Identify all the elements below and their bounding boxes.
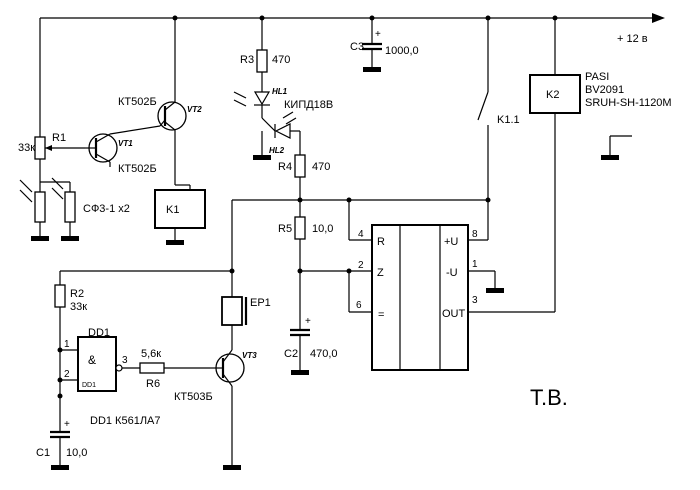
- led-hl1: [233, 91, 271, 118]
- resistor-r6: [139, 362, 210, 374]
- ic-pin1-num: 1: [472, 259, 478, 270]
- gate-dd1: [60, 336, 140, 392]
- photoresistors-label: СФ3-1 х2: [83, 203, 130, 215]
- c1-ref: C1: [36, 447, 50, 459]
- c2-ref: C2: [284, 348, 298, 360]
- vt3-type: КТ503Б: [174, 391, 213, 403]
- ic-pin8-name: +U: [444, 236, 458, 248]
- ic-pin1-name: -U: [446, 267, 458, 279]
- k1-ref: K1: [166, 204, 179, 216]
- k11-ref: K1.1: [497, 114, 520, 126]
- vt2-ref: VT2: [187, 105, 202, 114]
- transistor-vt1: [85, 125, 161, 167]
- ic-pin4-num: 4: [358, 229, 364, 240]
- c2-plus: +: [305, 316, 311, 327]
- hl2-ref: HL2: [269, 146, 285, 155]
- r5-value: 10,0: [312, 223, 333, 235]
- c1-value: 10,0: [66, 447, 87, 459]
- vt3-ref: VT3: [242, 351, 257, 360]
- timer-ic: [371, 224, 555, 371]
- mid-wiring: [231, 197, 489, 271]
- resistor-r2: [54, 270, 232, 432]
- ground-symbol-right: [601, 135, 632, 160]
- photoresistor-1: [19, 179, 49, 241]
- ep1-ref: EP1: [250, 297, 271, 309]
- r6-ref: R6: [146, 378, 160, 390]
- led-type-label: КИПД18В: [284, 99, 333, 111]
- supply-rail: [40, 13, 665, 23]
- k2-ref: K2: [546, 89, 559, 101]
- r1-ref: R1: [52, 132, 66, 144]
- capacitor-c3: [362, 18, 382, 72]
- vt2-type: КТ502Б: [118, 96, 157, 108]
- resistor-r4: [294, 154, 306, 200]
- supply-label: + 12 в: [617, 33, 648, 45]
- r1-value: 33к: [18, 142, 35, 154]
- resistor-r5: [294, 200, 372, 330]
- r5-ref: R5: [278, 223, 292, 235]
- c1-plus: +: [64, 419, 70, 430]
- r4-ref: R4: [278, 161, 292, 173]
- k2-model-line3: SRUH-SH-1120M: [585, 97, 672, 109]
- vt1-type: КТ502Б: [118, 163, 157, 175]
- c3-plus: +: [375, 29, 381, 40]
- r4-value: 470: [312, 161, 330, 173]
- c3-value: 1000,0: [385, 45, 419, 57]
- hl1-ref: HL1: [272, 87, 288, 96]
- c2-value: 470,0: [310, 348, 338, 360]
- ic-pin6-name: =: [378, 309, 384, 321]
- ic-pin4-name: R: [377, 236, 385, 248]
- capacitor-c2: [290, 328, 310, 375]
- dd1-pin1: 1: [64, 339, 70, 350]
- ic-pin3-num: 3: [472, 295, 478, 306]
- vt1-ref: VT1: [118, 139, 133, 148]
- k2-model-line2: BV2091: [585, 84, 624, 96]
- c3-ref: C3: [350, 41, 364, 53]
- ic-pin6-num: 6: [356, 300, 362, 311]
- resistor-r3: [256, 18, 268, 92]
- r2-value: 33к: [70, 301, 87, 313]
- contact-k11: [477, 18, 491, 203]
- dd1-symbol: &: [88, 353, 96, 367]
- transistor-vt2: [157, 18, 187, 185]
- buzzer-ep1: [221, 268, 248, 350]
- relay-k1: [154, 184, 206, 245]
- ic-pin2-num: 2: [358, 260, 364, 271]
- r2-ref: R2: [70, 288, 84, 300]
- ic-pin3-name: OUT: [442, 308, 466, 320]
- dd1-pin2: 2: [64, 369, 70, 380]
- ic-pin8-num: 8: [472, 229, 478, 240]
- r3-ref: R3: [240, 54, 254, 66]
- resistor-r1: [34, 18, 85, 192]
- dd1-ref: DD1: [88, 327, 110, 339]
- r3-value: 470: [272, 54, 290, 66]
- transistor-vt3: [210, 349, 245, 470]
- ic-pin2-name: Z: [377, 267, 384, 279]
- relay-k2: [529, 18, 581, 312]
- dd1-pin3: 3: [122, 355, 128, 366]
- dd1-note: DD1 К561ЛА7: [90, 415, 161, 427]
- dd1-inner-label: DD1: [82, 382, 96, 389]
- signature: Т.В.: [530, 385, 568, 410]
- led-hl2: [253, 111, 301, 160]
- photoresistor-2: [51, 177, 79, 241]
- r6-value: 5,6к: [141, 348, 161, 360]
- k2-model-line1: PASI: [585, 71, 609, 83]
- capacitor-c1: [50, 430, 70, 470]
